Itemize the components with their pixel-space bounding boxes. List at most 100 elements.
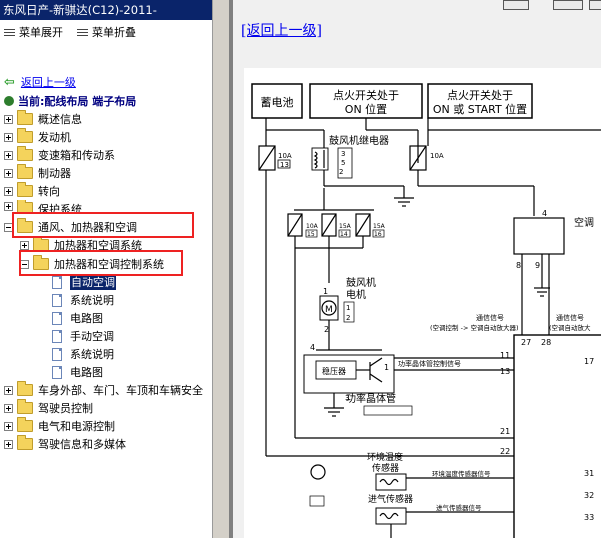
tree-back-link[interactable]: ⇦ 返回上一级 <box>4 74 76 90</box>
folder-icon <box>17 200 33 212</box>
toolbar-button[interactable] <box>589 0 601 10</box>
tree-leaf[interactable]: 手动空调 <box>52 327 114 345</box>
folder-icon <box>17 110 33 125</box>
intake-sensor-label: 进气传感器 <box>368 493 413 505</box>
pane-splitter[interactable] <box>213 0 233 538</box>
fuse-number: 16 <box>374 231 382 238</box>
expand-icon[interactable] <box>4 421 13 431</box>
folder-icon <box>17 182 33 197</box>
blower-motor-label: 鼓风机 <box>346 276 376 289</box>
regulator-pin: 4 <box>310 343 315 352</box>
motor-pin: 2 <box>324 325 329 334</box>
module-pin: 32 <box>584 491 594 500</box>
module-pin: 31 <box>584 469 594 478</box>
ac-module-label: 空调 <box>574 216 594 229</box>
folder-icon <box>17 417 33 432</box>
comm-signal-detail-2: (空调自动放大 <box>549 323 591 332</box>
tree-item[interactable]: 车身外部、车门、车顶和车辆安全 <box>4 381 203 399</box>
toolbar-button[interactable] <box>553 0 583 10</box>
list-icon <box>77 28 88 37</box>
module-pin: 28 <box>541 338 551 347</box>
expand-menu-button[interactable]: 菜单展开 <box>4 24 63 40</box>
tree-item[interactable]: 发动机 <box>4 128 71 146</box>
tree-current-location: 当前:配线布局 端子布局 <box>4 92 136 110</box>
expand-icon[interactable] <box>4 403 13 413</box>
expand-icon[interactable] <box>4 150 13 160</box>
list-icon <box>4 28 15 37</box>
transistor-pin: 1 <box>384 363 389 372</box>
highlight-box <box>12 212 194 238</box>
expand-icon[interactable] <box>4 439 13 449</box>
module-pin: 4 <box>542 209 547 218</box>
ambient-sensor-label: 环境温度 <box>367 451 403 463</box>
motor-pin: 1 <box>323 287 328 296</box>
document-icon <box>52 275 62 289</box>
fuse-rating: 15A <box>339 223 352 230</box>
folder-open-icon <box>33 255 49 270</box>
relay-pin: 5 <box>341 159 345 167</box>
module-pin: 22 <box>500 447 510 456</box>
folder-open-icon <box>17 218 33 233</box>
relay-pin: 3 <box>341 150 345 158</box>
content-back-link[interactable]: [返回上一级] <box>241 23 322 39</box>
module-pin: 17 <box>584 357 594 366</box>
motor-symbol: M <box>325 305 333 315</box>
folder-icon <box>17 164 33 179</box>
expand-icon[interactable] <box>4 168 13 178</box>
power-transistor-signal: 功率晶体管控制信号 <box>398 359 461 368</box>
folder-icon <box>17 435 33 450</box>
power-transistor-label: 功率晶体管 <box>346 392 396 405</box>
ambient-signal-label: 环境温度传感器信号 <box>432 469 491 478</box>
relay-pin: 2 <box>339 168 343 176</box>
expand-icon[interactable] <box>4 132 13 142</box>
ignition-on-label: 点火开关处于 <box>333 88 399 102</box>
tree-leaf[interactable]: 电路图 <box>52 363 103 381</box>
tree-item[interactable]: 概述信息 <box>4 110 82 128</box>
module-pin: 9 <box>535 261 540 270</box>
tree-item[interactable]: 驾驶信息和多媒体 <box>4 435 126 453</box>
tree-leaf[interactable]: 电路图 <box>52 309 103 327</box>
expand-icon[interactable] <box>20 240 29 250</box>
blower-relay-label: 鼓风机继电器 <box>329 134 389 147</box>
document-icon <box>52 311 62 325</box>
expand-icon[interactable] <box>4 114 13 124</box>
highlight-box <box>19 250 183 276</box>
tree-leaf[interactable]: 系统说明 <box>52 345 114 363</box>
battery-label: 蓄电池 <box>261 96 294 109</box>
comm-signal-label: 通信信号 <box>476 313 504 322</box>
tree-item-hvac[interactable]: 通风、加热器和空调 <box>4 218 137 236</box>
fuse-number: 14 <box>340 231 348 238</box>
folder-icon <box>17 128 33 143</box>
toolbar-button[interactable] <box>503 0 529 10</box>
tree-leaf[interactable]: 系统说明 <box>52 291 114 309</box>
location-icon <box>4 96 14 106</box>
tree-leaf[interactable]: 自动空调 <box>52 273 116 291</box>
tree-item[interactable]: 电气和电源控制 <box>4 417 115 435</box>
regulator-label: 稳压器 <box>322 366 346 376</box>
window-title: 东风日产-新骐达(C12)-2011- <box>0 0 212 20</box>
fuse-number: 15 <box>307 231 315 238</box>
fuse-rating: 15A <box>373 223 386 230</box>
fuse-number: 13 <box>280 161 289 169</box>
tree-item[interactable]: 转向 <box>4 182 60 200</box>
tree-item[interactable]: 保护系统 <box>4 200 82 212</box>
tree-item-heater-ac-control[interactable]: 加热器和空调控制系统 <box>20 255 164 273</box>
collapse-menu-button[interactable]: 菜单折叠 <box>77 24 136 40</box>
back-arrow-icon: ⇦ <box>4 74 15 90</box>
ignition-start-label-2: ON 或 START 位置 <box>433 102 527 116</box>
wiring-diagram: 蓄电池 点火开关处于 ON 位置 点火开关处于 ON 或 START 位置 10… <box>244 68 601 538</box>
folder-icon <box>17 146 33 161</box>
tree-item[interactable]: 变速箱和传动系 <box>4 146 115 164</box>
document-icon <box>52 365 62 379</box>
ambient-sensor-label-2: 传感器 <box>372 462 399 474</box>
module-pin: 8 <box>516 261 521 270</box>
expand-icon[interactable] <box>4 385 13 395</box>
expand-icon[interactable] <box>4 202 13 211</box>
motor-pin: 1 <box>346 304 350 312</box>
expand-icon[interactable] <box>4 186 13 196</box>
tree-item[interactable]: 制动器 <box>4 164 71 182</box>
module-pin: 21 <box>500 427 510 436</box>
tree-item[interactable]: 驾驶员控制 <box>4 399 93 417</box>
fuse-rating: 10A <box>278 152 292 160</box>
intake-signal-label: 进气传感器信号 <box>436 503 482 512</box>
